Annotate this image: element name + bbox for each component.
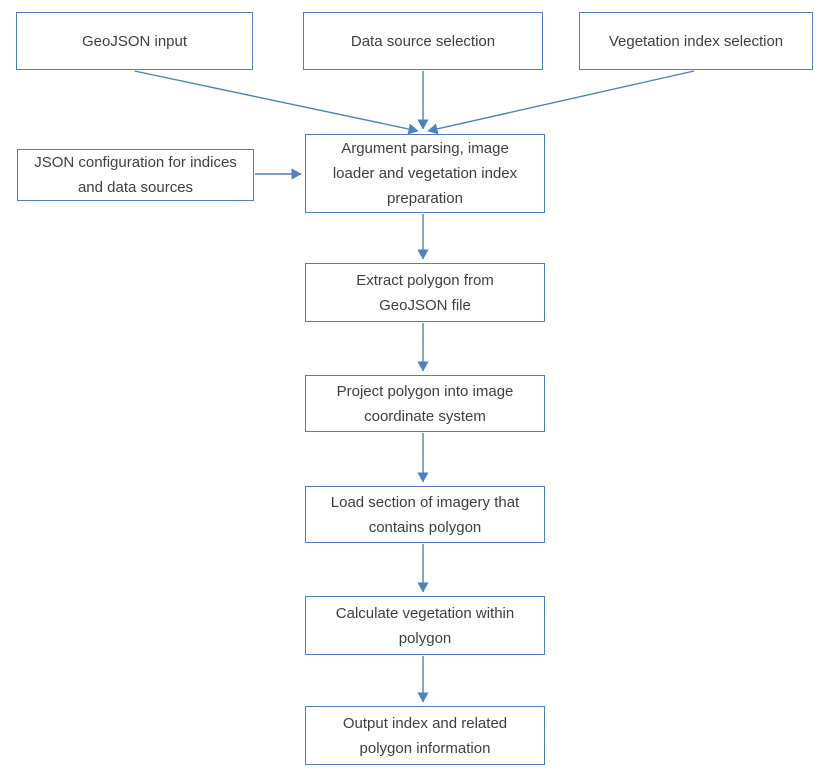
node-geojson-input-label: GeoJSON input xyxy=(81,32,188,50)
node-json-configuration-label: JSON configuration for indices and data … xyxy=(34,154,237,196)
node-project-polygon-label: Project polygon into image coordinate sy… xyxy=(336,382,514,425)
node-calculate-vegetation: Calculate vegetation within polygon xyxy=(305,596,545,655)
node-vegetation-index-selection: Vegetation index selection xyxy=(579,12,813,70)
node-output-index-label: Output index and related polygon informa… xyxy=(342,714,508,757)
node-calculate-vegetation-label: Calculate vegetation within polygon xyxy=(335,604,515,647)
node-extract-polygon-label: Extract polygon from GeoJSON file xyxy=(356,271,494,314)
node-vegetation-index-selection-label: Vegetation index selection xyxy=(608,32,784,50)
node-output-index: Output index and related polygon informa… xyxy=(305,706,545,765)
node-argument-parsing: Argument parsing, image loader and veget… xyxy=(305,134,545,213)
node-json-configuration: JSON configuration for indices and data … xyxy=(17,149,254,201)
arrow-geojson-input-to-argument-parsing xyxy=(134,70,419,135)
node-argument-parsing-label: Argument parsing, image loader and veget… xyxy=(332,140,518,207)
node-project-polygon: Project polygon into image coordinate sy… xyxy=(305,375,545,432)
node-extract-polygon: Extract polygon from GeoJSON file xyxy=(305,263,545,322)
node-data-source-selection-label: Data source selection xyxy=(350,32,496,50)
node-geojson-input: GeoJSON input xyxy=(16,12,253,70)
node-load-section-label: Load section of imagery that contains po… xyxy=(330,493,520,536)
node-load-section: Load section of imagery that contains po… xyxy=(305,486,545,543)
arrow-vegetation-index-to-argument-parsing xyxy=(427,70,695,135)
node-data-source-selection: Data source selection xyxy=(303,12,543,70)
